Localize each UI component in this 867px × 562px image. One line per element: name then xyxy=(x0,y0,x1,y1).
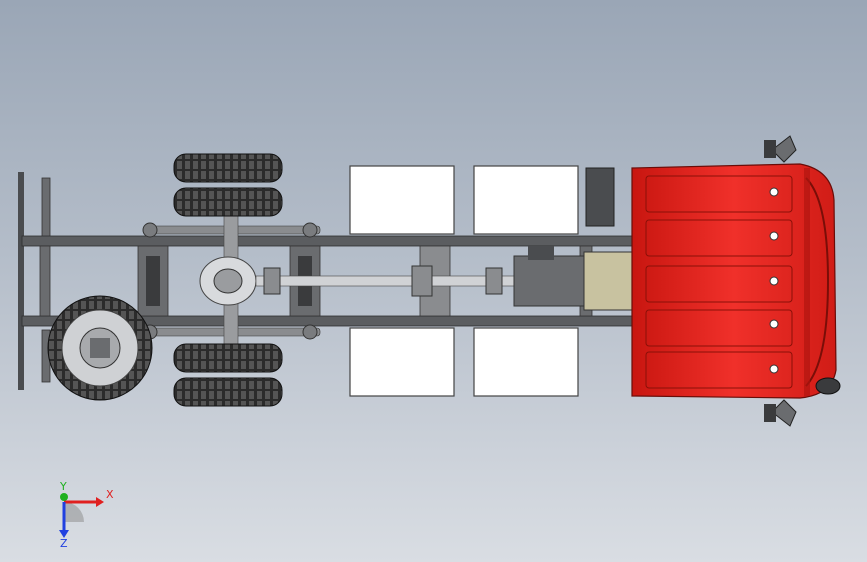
cargo-plates xyxy=(349,165,579,397)
side-mirrors xyxy=(764,135,841,427)
coordinate-triad: X Y Z xyxy=(59,480,114,548)
rear-suspension xyxy=(142,189,321,373)
z-axis-label: Z xyxy=(60,537,68,548)
engine-transmission xyxy=(513,167,633,311)
drivetrain xyxy=(199,256,517,306)
truck-cab xyxy=(631,163,837,399)
spare-tire xyxy=(47,295,153,401)
rear-tires xyxy=(173,153,283,407)
y-axis-label: Y xyxy=(59,480,67,493)
x-axis-label: X xyxy=(106,488,114,501)
frame-rails xyxy=(21,235,633,327)
